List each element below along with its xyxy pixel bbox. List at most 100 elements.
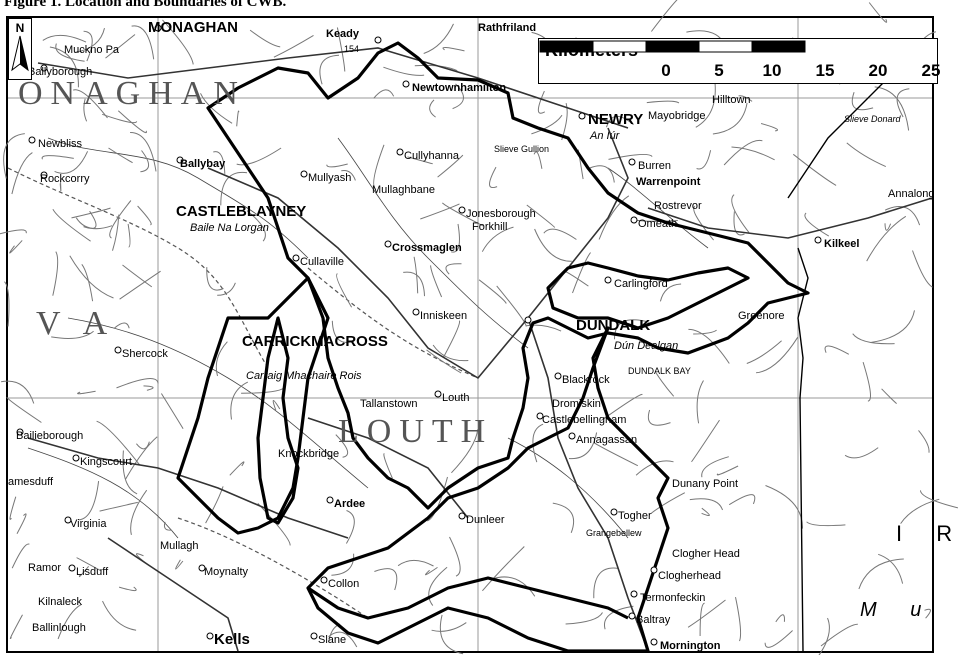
road-segment bbox=[335, 434, 349, 458]
label-cullyhanna: Cullyhanna bbox=[404, 150, 460, 162]
road-segment bbox=[331, 553, 355, 576]
road-segment bbox=[114, 322, 130, 329]
label-lisduff: Lisduff bbox=[76, 566, 109, 578]
road-segment bbox=[430, 265, 443, 298]
road-segment bbox=[552, 502, 575, 533]
label-dunany-point: Dunany Point bbox=[672, 478, 739, 490]
road-segment bbox=[383, 453, 393, 479]
label-mullaghbane: Mullaghbane bbox=[372, 184, 435, 196]
label-irish-sea-1: I R bbox=[896, 521, 966, 546]
label-carlingford: Carlingford bbox=[614, 278, 668, 290]
road-segment bbox=[881, 388, 897, 404]
road-segment bbox=[746, 340, 782, 364]
road-segment bbox=[160, 393, 184, 429]
road-segment bbox=[426, 349, 462, 374]
road-segment bbox=[122, 264, 153, 288]
scale-segment bbox=[592, 40, 647, 53]
road-segment bbox=[820, 623, 858, 647]
town-marker bbox=[412, 308, 420, 316]
road-segment bbox=[589, 165, 615, 183]
road-segment bbox=[83, 98, 88, 122]
road-segment bbox=[431, 622, 467, 632]
road-segment bbox=[478, 279, 507, 304]
label-county-monaghan: ONAGHAN bbox=[18, 75, 246, 112]
road-segment bbox=[537, 90, 546, 114]
main-roads bbox=[27, 47, 933, 652]
road-segment bbox=[432, 344, 469, 362]
road-segment bbox=[844, 447, 879, 459]
label-mullagh: Mullagh bbox=[160, 540, 199, 552]
road-segment bbox=[4, 281, 10, 327]
label-crossmaglen: Crossmaglen bbox=[392, 242, 462, 254]
road-segment bbox=[162, 19, 194, 65]
road-segment bbox=[429, 99, 436, 118]
coastline bbox=[787, 47, 933, 652]
road-segment bbox=[593, 442, 639, 467]
town-marker bbox=[40, 64, 48, 72]
label-jonesborough: Jonesborough bbox=[466, 208, 536, 220]
label-warrenpoint: Warrenpoint bbox=[636, 176, 701, 188]
road-segment bbox=[693, 205, 714, 241]
road-segment bbox=[341, 170, 356, 181]
north-letter: N bbox=[16, 21, 25, 35]
road-segment bbox=[122, 450, 138, 495]
road-segment bbox=[249, 29, 281, 48]
road-segment bbox=[851, 92, 874, 111]
road-segment bbox=[647, 409, 671, 426]
road-segment bbox=[52, 251, 59, 296]
road-segment bbox=[543, 228, 577, 240]
road-segment bbox=[884, 206, 921, 226]
road-segment bbox=[858, 558, 904, 590]
label-collon: Collon bbox=[328, 578, 360, 590]
road-segment bbox=[806, 521, 846, 527]
road-segment bbox=[42, 34, 87, 43]
label-ballybay: Ballybay bbox=[180, 158, 226, 170]
road-segment bbox=[9, 614, 23, 639]
label-clogherhead: Clogherhead bbox=[658, 570, 721, 582]
town-marker bbox=[176, 156, 184, 164]
label-blackrock: Blackrock bbox=[562, 374, 610, 386]
label-slieve-gullion: Slieve Gullion bbox=[494, 144, 550, 154]
road-segment bbox=[413, 256, 419, 294]
road-segment bbox=[924, 608, 931, 619]
scale-tick-label: 15 bbox=[815, 61, 835, 80]
town-marker bbox=[458, 512, 466, 520]
town-marker bbox=[16, 428, 24, 436]
road-segment bbox=[568, 432, 598, 460]
road-segment bbox=[119, 270, 161, 300]
road-segment bbox=[9, 496, 17, 520]
road-segment bbox=[437, 154, 464, 178]
label-grangebellew: Grangebellew bbox=[586, 528, 642, 538]
boundary-lower bbox=[307, 576, 629, 620]
road-segment bbox=[756, 337, 799, 374]
road-segment bbox=[696, 150, 712, 170]
town-marker bbox=[630, 216, 638, 224]
label-dundalk: DUNDALK bbox=[576, 317, 651, 334]
label-castlebellingham: Castlebellingham bbox=[542, 414, 627, 426]
label-annalong: Annalong bbox=[888, 188, 935, 200]
road-segment bbox=[130, 489, 148, 536]
label-baile-na-lorgan: Baile Na Lorgan bbox=[190, 222, 269, 234]
road-segment bbox=[691, 419, 720, 463]
label-ballyborough: Ballyborough bbox=[28, 66, 93, 78]
road-segment bbox=[818, 617, 830, 655]
road-segment bbox=[695, 83, 716, 128]
road-segment bbox=[273, 34, 314, 58]
road-segment bbox=[738, 95, 753, 102]
label-greenore: Greenore bbox=[738, 310, 785, 322]
town-marker bbox=[434, 390, 442, 398]
road-segment bbox=[655, 372, 675, 397]
road-segment bbox=[130, 131, 157, 172]
town-marker bbox=[814, 236, 822, 244]
road-segment bbox=[760, 123, 779, 132]
label-ballinlough: Ballinlough bbox=[32, 622, 86, 634]
road-segment bbox=[137, 205, 152, 226]
label-irish-sea-2: M u bbox=[860, 599, 936, 621]
scale-segment bbox=[751, 40, 806, 53]
road-segment bbox=[452, 83, 464, 110]
road-segment bbox=[689, 498, 723, 511]
boundary-south bbox=[306, 326, 670, 653]
label-dunleer: Dunleer bbox=[466, 514, 505, 526]
